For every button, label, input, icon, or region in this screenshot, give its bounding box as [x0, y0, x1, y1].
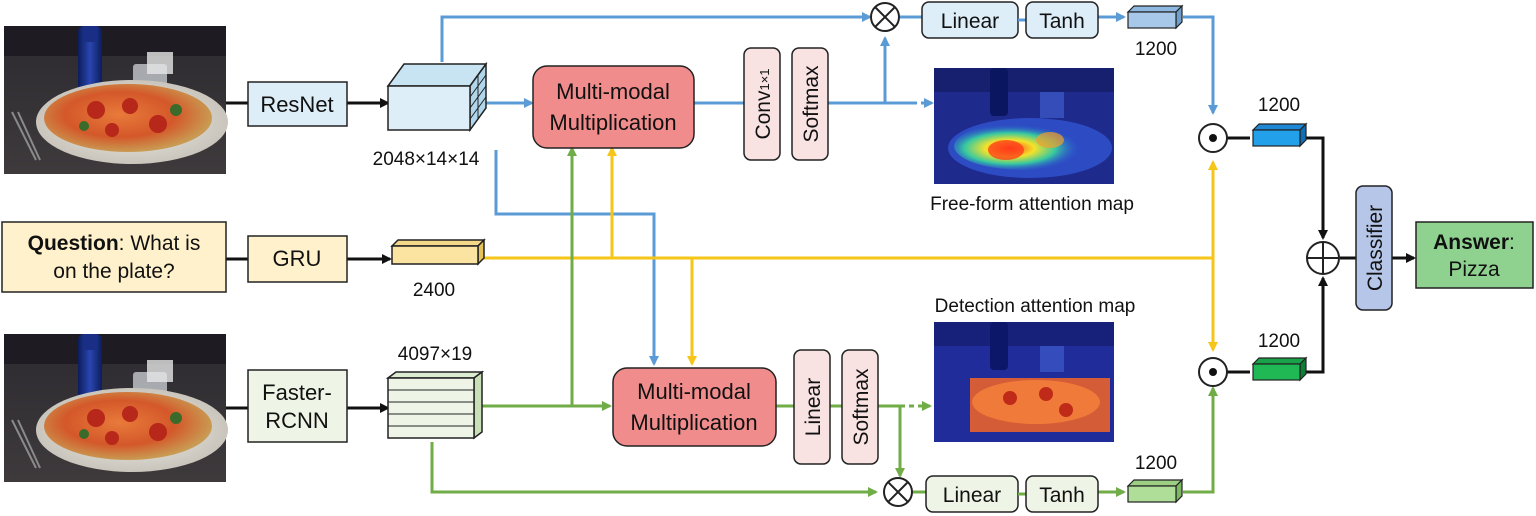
gru-dim-label: 2400: [413, 280, 455, 301]
rcnn-dim-label: 4097×19: [398, 344, 473, 365]
detection-attention-map: [934, 322, 1114, 442]
svg-text:Multi-modal: Multi-modal: [556, 79, 670, 104]
svg-text:Tanh: Tanh: [1039, 10, 1085, 33]
photo-bottom: [4, 334, 228, 482]
free-form-attention-map: [934, 68, 1114, 184]
answer-colon: :: [1509, 231, 1515, 254]
feature-bar-top-out: [1126, 4, 1184, 30]
detection-map-caption: Detection attention map: [935, 296, 1136, 317]
tanh-top-box: Tanh: [1025, 1, 1099, 39]
green-connectors: [430, 146, 1218, 497]
multiply-circle-top: [870, 2, 900, 32]
linear-vertical-box: Linear: [793, 349, 831, 465]
svg-text:Faster-: Faster-: [262, 380, 332, 405]
conv1x1-box: Conv1×1: [743, 47, 781, 161]
svg-text:Tanh: Tanh: [1039, 484, 1085, 507]
question-rest: : What is: [119, 232, 201, 255]
svg-text:Linear: Linear: [943, 484, 1001, 507]
svg-text:Softmax: Softmax: [800, 65, 823, 143]
dim-bottom-branch: 1200: [1258, 331, 1300, 352]
answer-value: Pizza: [1448, 258, 1500, 281]
resnet-feature-cube: [386, 61, 488, 133]
svg-text:Softmax: Softmax: [850, 368, 873, 446]
softmax-bottom-box: Softmax: [841, 349, 879, 465]
answer-bold: Answer: [1433, 231, 1509, 254]
resnet-box: ResNet: [247, 81, 348, 127]
question-bold: Question: [28, 232, 119, 255]
gru-feature-bar: [390, 238, 486, 266]
feature-bar-top-branch: [1251, 122, 1308, 148]
black-connectors: [226, 98, 1416, 413]
faster-rcnn-box: Faster- RCNN: [247, 369, 348, 443]
feature-bar-bottom-branch: [1251, 356, 1308, 382]
blue-connectors: [440, 12, 1218, 366]
yellow-connectors: [483, 146, 1218, 366]
svg-text:Linear: Linear: [802, 378, 825, 436]
resnet-dim-label: 2048×14×14: [373, 149, 480, 170]
svg-text:Multiplication: Multiplication: [630, 410, 757, 435]
dim-top-branch: 1200: [1258, 95, 1300, 116]
mm-multiplication-top: Multi-modal Multiplication: [532, 65, 695, 149]
question-line2: on the plate?: [53, 260, 174, 283]
svg-text:RCNN: RCNN: [265, 408, 329, 433]
svg-text:Conv1×1: Conv1×1: [752, 68, 775, 139]
tanh-bottom-box: Tanh: [1025, 475, 1099, 513]
sum-circle: [1306, 241, 1340, 275]
gru-box: GRU: [247, 235, 348, 283]
multiply-circle-bottom: [883, 477, 913, 507]
feature-bar-bottom-out: [1126, 478, 1184, 504]
mm-multiplication-bottom: Multi-modal Multiplication: [612, 367, 777, 447]
svg-text:Multiplication: Multiplication: [549, 110, 676, 135]
svg-text:Question: What is: Question: What is: [28, 232, 201, 255]
dim-bottom-out: 1200: [1135, 453, 1177, 474]
svg-text:GRU: GRU: [273, 246, 322, 271]
dot-product-circle-bottom: [1198, 357, 1228, 387]
svg-text:Linear: Linear: [941, 10, 999, 33]
svg-text:Answer:: Answer:: [1433, 231, 1515, 254]
dot-product-circle-top: [1198, 123, 1228, 153]
svg-text:Classifier: Classifier: [1364, 205, 1387, 291]
svg-text:ResNet: ResNet: [260, 92, 333, 117]
question-box: Question: What is on the plate?: [1, 221, 227, 293]
classifier-box: Classifier: [1355, 185, 1393, 311]
dim-top-out: 1200: [1135, 39, 1177, 60]
photo-top: [4, 26, 228, 174]
rcnn-feature-stack: [385, 370, 485, 440]
free-form-map-caption: Free-form attention map: [930, 194, 1134, 215]
svg-text:Multi-modal: Multi-modal: [637, 379, 751, 404]
softmax-top-box: Softmax: [791, 47, 829, 161]
answer-box: Answer: Pizza: [1415, 221, 1534, 289]
linear-top-box: Linear: [921, 1, 1019, 39]
linear-bottom-box: Linear: [925, 475, 1019, 513]
